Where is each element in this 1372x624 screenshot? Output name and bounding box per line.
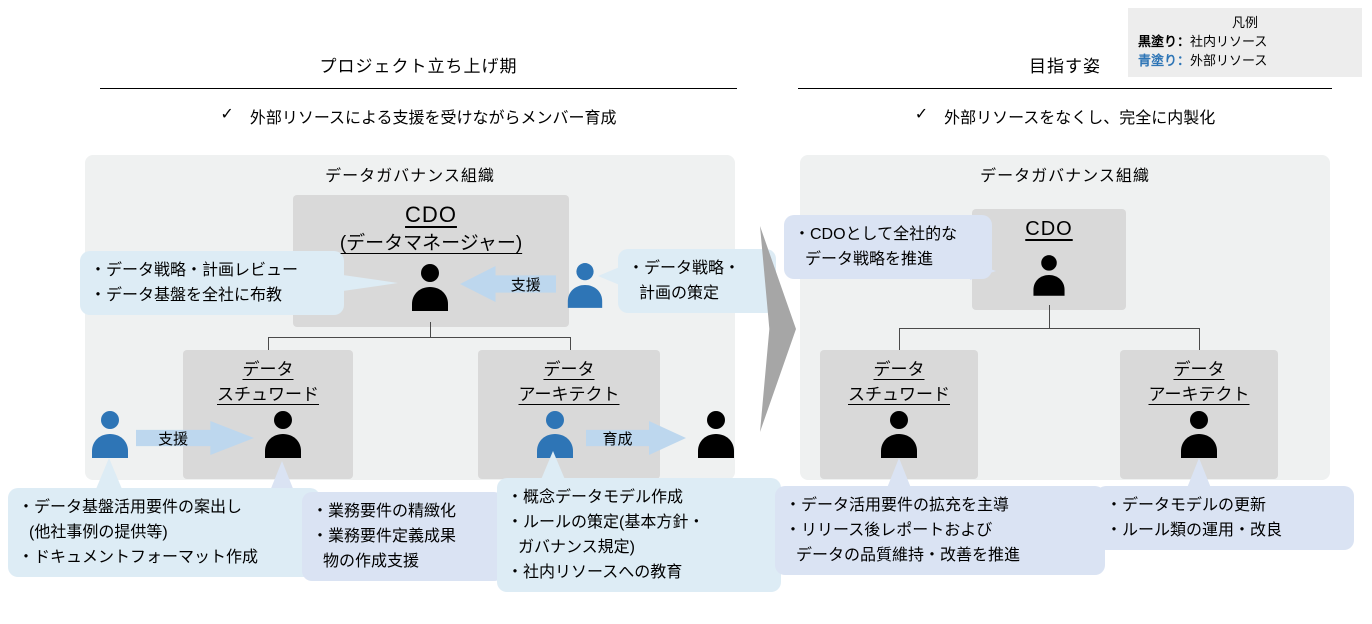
person-icon-internal-trainee (694, 410, 738, 458)
legend-external-desc: 外部リソース (1190, 53, 1268, 68)
callout-line: ・社内リソースへの教育 (507, 564, 683, 581)
legend-item-internal: 黒塗り：社内リソース (1138, 32, 1352, 51)
callout-line: ・ルールの策定(基本方針・ (507, 514, 705, 531)
callout-tail (270, 461, 294, 491)
person-icon-internal-cdo-right (1030, 253, 1068, 297)
support-arrow-label: 支援 (510, 276, 541, 294)
org-connector (268, 337, 269, 350)
person-icon-external-cdo (564, 262, 606, 308)
callout-line: ・概念データモデル作成 (507, 489, 684, 506)
org-connector (430, 322, 431, 337)
right-org-panel-title: データガバナンス組織 (980, 168, 1150, 185)
callout-steward-tasks: ・業務要件の精緻化 ・業務要件定義成果 物の作成支援 (302, 492, 504, 581)
right-cdo-title: CDO (1025, 218, 1073, 240)
org-connector (1049, 305, 1050, 328)
org-connector (570, 337, 571, 350)
callout-tail (96, 458, 122, 489)
right-note-text: 外部リソースをなくし、完全に内製化 (944, 110, 1216, 127)
callout-line: ・データ活用要件の拡充を主導 (785, 497, 1010, 514)
legend: 凡例 黒塗り：社内リソース 青塗り：外部リソース (1128, 8, 1362, 77)
callout-line: データ戦略を推進 (805, 251, 934, 268)
callout-line: ・データモデルの更新 (1106, 497, 1267, 514)
legend-external-label: 青塗り： (1138, 53, 1191, 68)
person-icon-internal-steward-right (877, 410, 921, 458)
left-org-panel-title: データガバナンス組織 (325, 168, 495, 185)
callout-tail (540, 451, 566, 482)
legend-internal-label: 黒塗り： (1138, 34, 1191, 49)
callout-external-steward-tasks: ・データ基盤活用要件の案出し (他社事例の提供等) ・ドキュメントフォーマット作… (8, 488, 320, 577)
callout-line: ・データ基盤を全社に布教 (90, 287, 283, 304)
right-steward-title-2: スチュワード (848, 385, 950, 404)
callout-steward-tasks-right: ・データ活用要件の拡充を主導 ・リリース後レポートおよび データの品質維持・改善… (775, 486, 1105, 575)
callout-external-cdo: ・データ戦略・ 計画の策定 (618, 249, 776, 313)
callout-line: ・CDOとして全社的な (794, 226, 958, 243)
callout-line: ・データ戦略・ (628, 260, 741, 277)
callout-architect-tasks-right: ・データモデルの更新 ・ルール類の運用・改良 (1096, 486, 1354, 550)
left-steward-title-1: データ (242, 360, 294, 379)
callout-line: 物の作成支援 (323, 553, 420, 570)
callout-cdo-right: ・CDOとして全社的な データ戦略を推進 (784, 215, 992, 279)
left-section-note: ✓ 外部リソースによる支援を受けながらメンバー育成 (100, 104, 737, 128)
check-icon: ✓ (914, 106, 929, 123)
left-architect-box: データ アーキテクト (478, 350, 660, 479)
person-icon-internal-cdo (408, 262, 452, 312)
callout-tail (1187, 458, 1211, 488)
left-section-divider (100, 88, 737, 89)
right-architect-title-1: データ (1173, 360, 1225, 379)
org-connector (899, 328, 900, 350)
left-architect-title-2: アーキテクト (518, 385, 620, 404)
check-icon: ✓ (220, 106, 234, 123)
callout-cdo-tasks: ・データ戦略・計画レビュー ・データ基盤を全社に布教 (80, 251, 344, 315)
callout-line: ・ルール類の運用・改良 (1106, 522, 1283, 539)
right-section-note: ✓ 外部リソースをなくし、完全に内製化 (798, 104, 1332, 128)
left-steward-title-2: スチュワード (217, 385, 319, 404)
callout-line: ・業務要件の精緻化 (312, 503, 457, 520)
legend-item-external: 青塗り：外部リソース (1138, 51, 1352, 70)
left-architect-title-1: データ (543, 360, 595, 379)
org-connector (268, 337, 571, 338)
callout-line: ・データ基盤活用要件の案出し (18, 499, 243, 516)
org-connector (899, 328, 1200, 329)
legend-title: 凡例 (1231, 15, 1258, 30)
callout-line: ・リリース後レポートおよび (785, 522, 993, 539)
callout-line: 計画の策定 (639, 285, 720, 302)
callout-tail (970, 262, 996, 280)
support-arrow-label: 支援 (158, 430, 189, 448)
callout-line: データの品質維持・改善を推進 (796, 547, 1021, 564)
person-icon-internal-architect-right (1177, 410, 1221, 458)
left-section-title: プロジェクト立ち上げ期 (319, 57, 518, 76)
left-cdo-title: CDO (405, 202, 457, 227)
callout-tail (887, 458, 911, 488)
callout-line: ・データ戦略・計画レビュー (90, 262, 299, 279)
org-connector (1199, 328, 1200, 350)
train-arrow-label: 育成 (602, 430, 633, 448)
left-note-text: 外部リソースによる支援を受けながらメンバー育成 (249, 110, 617, 127)
right-section-title: 目指す姿 (1029, 57, 1101, 76)
legend-internal-desc: 社内リソース (1190, 34, 1268, 49)
callout-line: ガバナンス規定) (518, 539, 636, 556)
left-cdo-subtitle: (データマネージャー) (339, 233, 523, 254)
callout-architect-tasks: ・概念データモデル作成 ・ルールの策定(基本方針・ ガバナンス規定) ・社内リソ… (497, 478, 781, 592)
right-section-divider (798, 88, 1332, 89)
right-architect-title-2: アーキテクト (1148, 385, 1250, 404)
callout-line: (他社事例の提供等) (29, 524, 168, 541)
callout-line: ・業務要件定義成果 (312, 528, 457, 545)
callout-tail (322, 272, 398, 294)
callout-line: ・ドキュメントフォーマット作成 (18, 549, 259, 566)
right-steward-title-1: データ (873, 360, 925, 379)
person-icon-external-steward (88, 410, 132, 458)
person-icon-internal-steward (261, 410, 305, 458)
